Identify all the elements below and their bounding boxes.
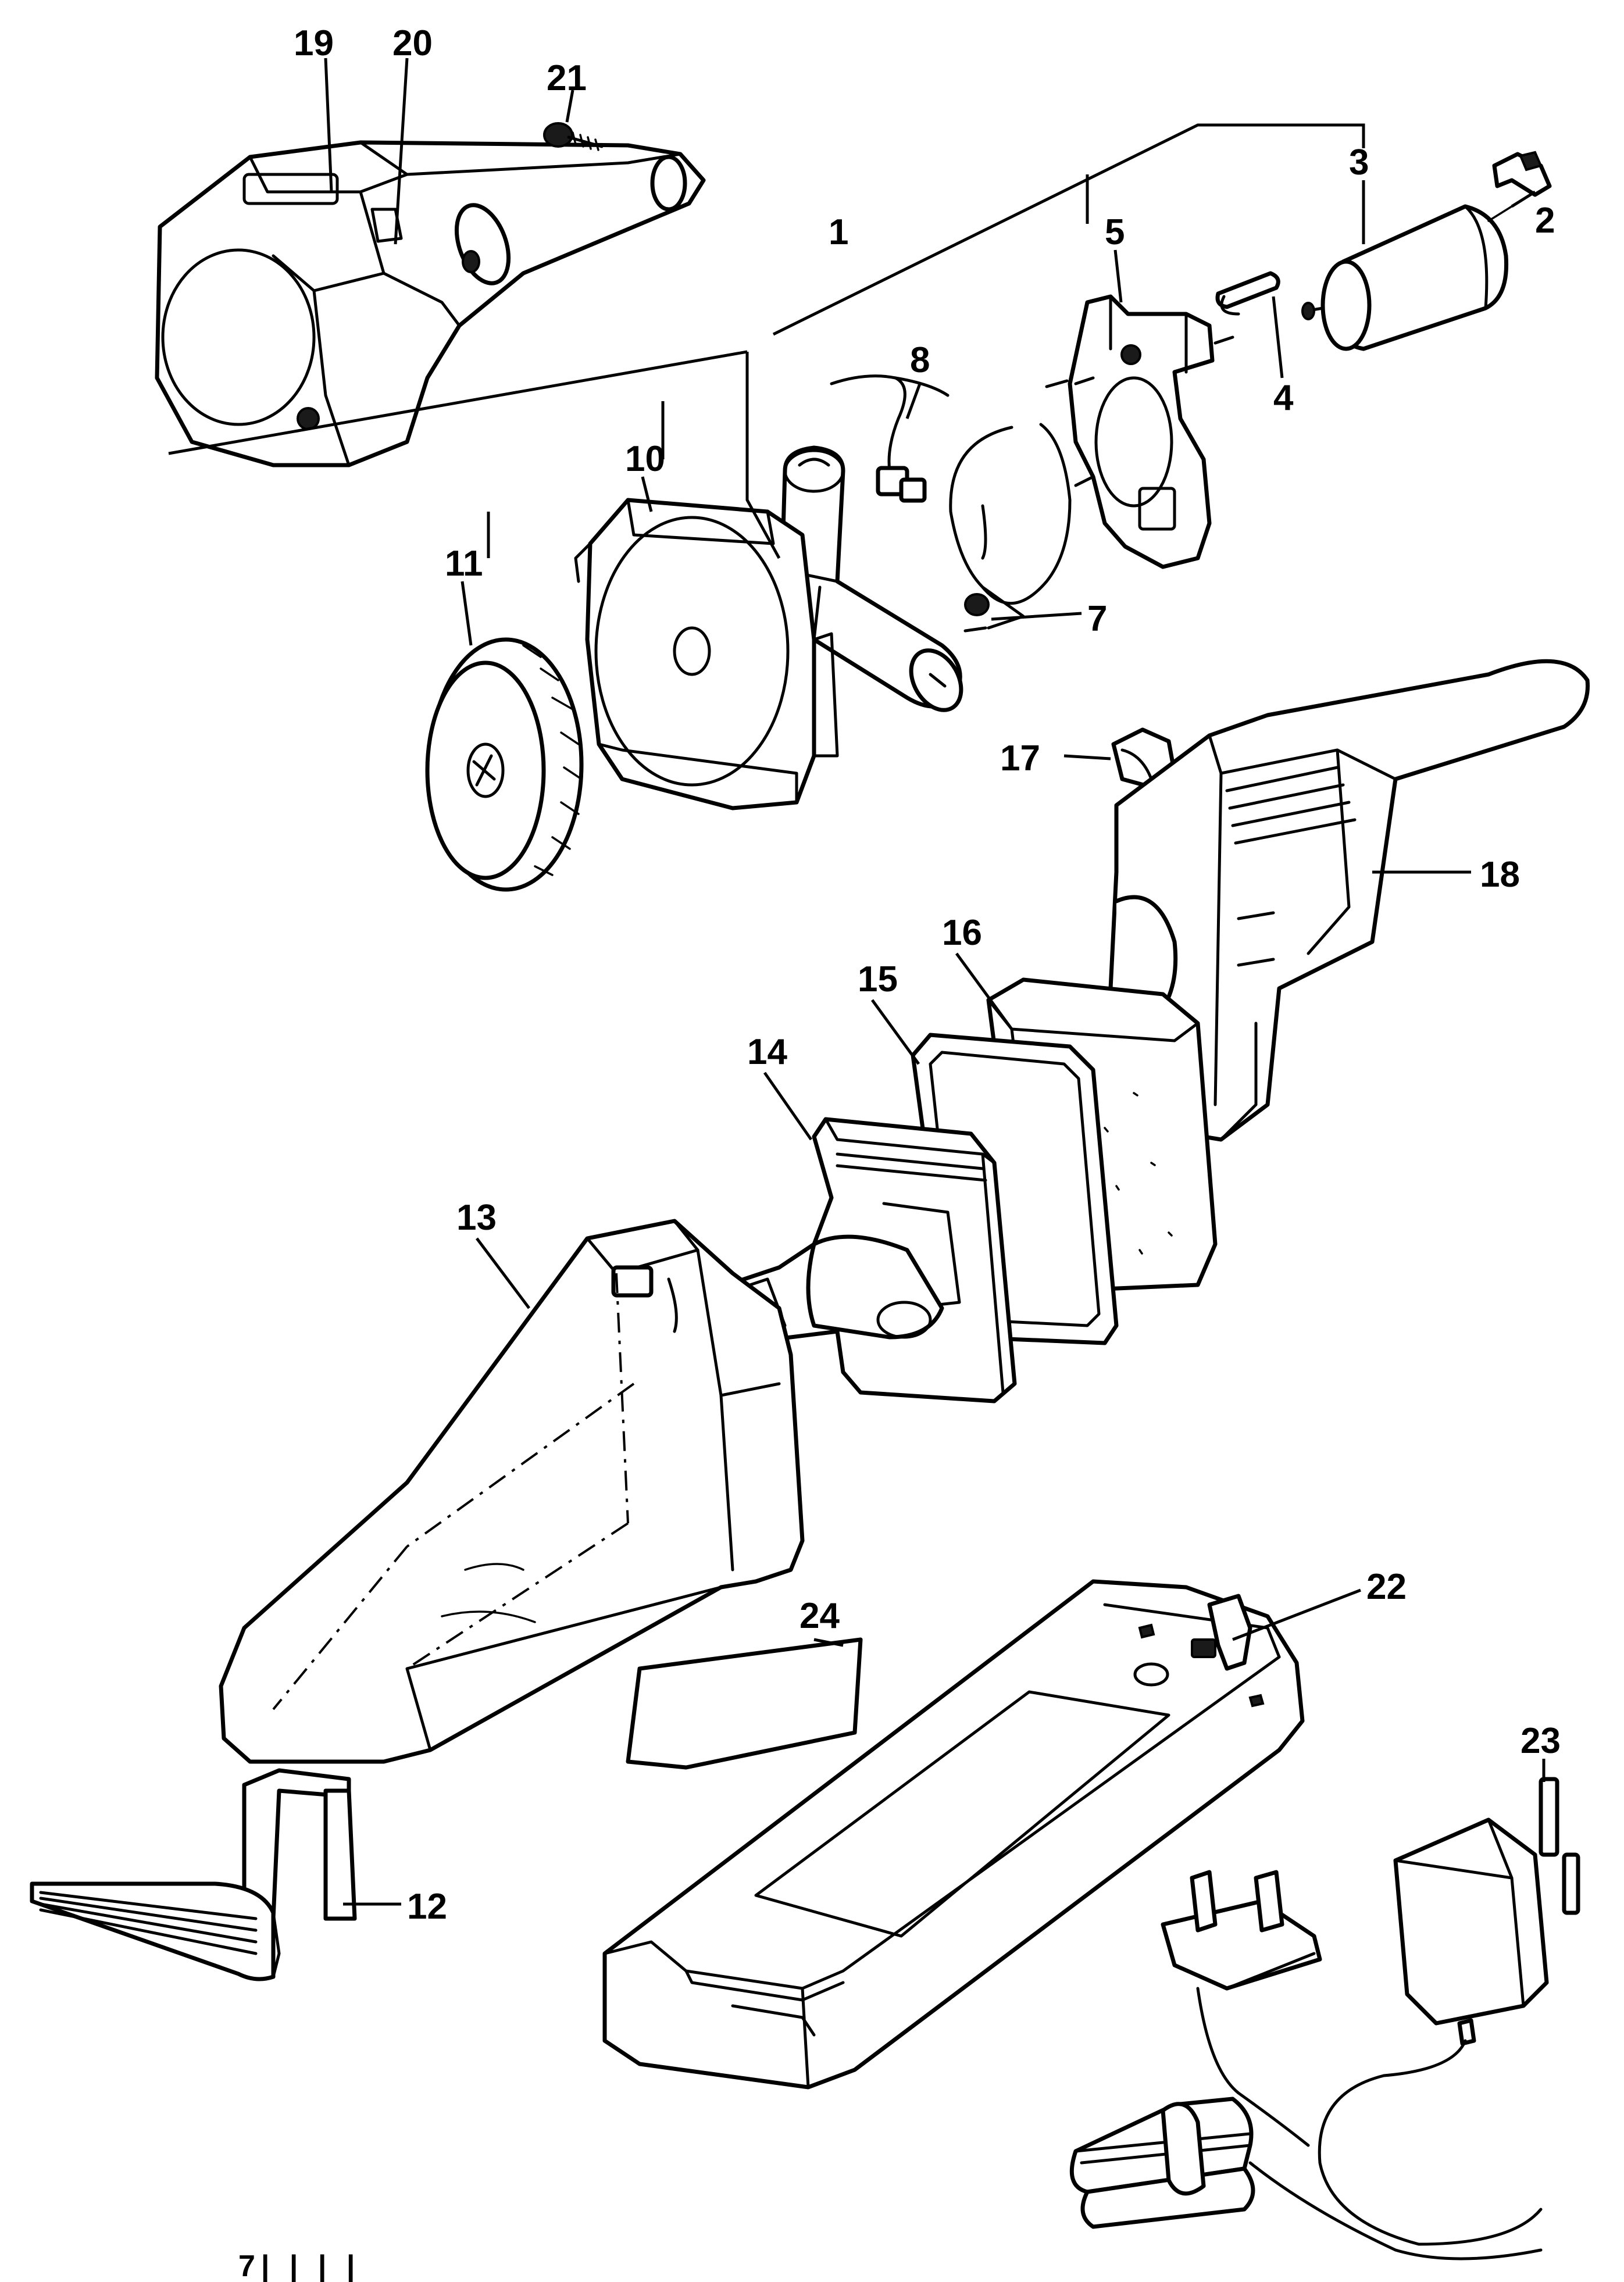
callout-4: 4	[1273, 378, 1294, 418]
part-8-switch-wire	[830, 374, 950, 503]
callout-16: 16	[942, 913, 982, 953]
part-21-screw	[543, 122, 604, 151]
part-23-charger	[1069, 1777, 1580, 2260]
leader-lines	[168, 58, 1546, 1906]
callout-22: 22	[1366, 1567, 1407, 1607]
part-7-wire-loop	[949, 423, 1072, 633]
callout-7: 7	[1087, 599, 1107, 639]
part-24-label	[626, 1637, 863, 1770]
part-12-squeegee-nozzle	[30, 1768, 357, 1981]
callout-5: 5	[1105, 212, 1125, 252]
part-13-dust-bowl	[219, 1219, 805, 1764]
footer-text: 7| | | |	[238, 2249, 361, 2282]
callout-labels: 19 20 21 3 2 1 5 4 8 10 11 7 17 18 16 15…	[294, 23, 1561, 1927]
callout-18: 18	[1480, 855, 1520, 895]
callout-2: 2	[1535, 201, 1555, 241]
callout-10: 10	[625, 439, 665, 479]
callout-11: 11	[445, 544, 483, 584]
callout-1: 1	[829, 212, 848, 252]
part-4-brush-terminal	[1215, 271, 1280, 316]
callout-20: 20	[392, 23, 433, 63]
callout-19: 19	[294, 23, 334, 63]
callout-23: 23	[1521, 1721, 1561, 1761]
callout-17: 17	[1000, 738, 1040, 778]
callout-15: 15	[858, 959, 898, 999]
callout-14: 14	[747, 1032, 787, 1072]
part-11-fan-impeller	[425, 637, 584, 892]
callout-12: 12	[407, 1887, 447, 1927]
callout-24: 24	[799, 1596, 840, 1636]
callout-21: 21	[547, 58, 587, 98]
part-5-motor-bracket	[1045, 294, 1234, 569]
callout-8: 8	[910, 340, 930, 380]
part-3-motor	[1301, 204, 1513, 351]
callout-13: 13	[456, 1198, 497, 1238]
callout-3: 3	[1349, 142, 1369, 183]
part-10-fan-housing	[574, 498, 839, 810]
part-19-rear-housing	[155, 140, 706, 467]
part-2-terminal-clip	[1492, 151, 1552, 197]
part-22-charging-base	[602, 1579, 1305, 2090]
